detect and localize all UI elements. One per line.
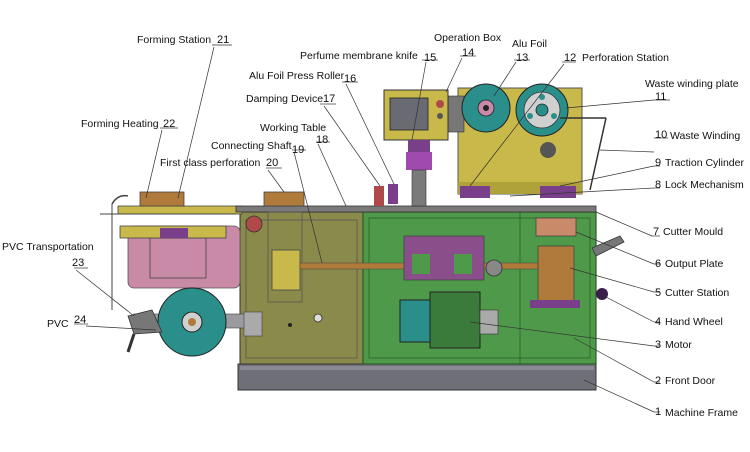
num-19: 19: [292, 144, 305, 156]
motor: [399, 291, 499, 349]
label-first-class-perforation: First class perforation: [160, 157, 261, 169]
pvc-transportation: [111, 194, 163, 353]
num-11: 11: [655, 91, 667, 103]
pvc-roll: [133, 287, 263, 357]
num-9: 9: [655, 157, 662, 169]
label-perfume-membrane-knife: Perfume membrane knife: [300, 50, 418, 62]
num-23: 23: [72, 257, 85, 269]
first-perforation-station: [263, 191, 305, 303]
num-1: 1: [655, 406, 662, 418]
num-17: 17: [323, 93, 336, 105]
leader-lines: [74, 44, 670, 413]
label-cutter-station: Cutter Station: [665, 287, 730, 299]
label-waste-winding: Waste Winding: [670, 130, 741, 142]
label-traction-cylinder: Traction Cylinder: [665, 157, 744, 169]
num-20: 20: [266, 157, 279, 169]
waste-winding-plate: [515, 83, 607, 191]
label-pvc-transportation: PVC Transportation: [2, 241, 94, 253]
num-24: 24: [74, 314, 87, 326]
operation-box: [383, 89, 449, 141]
label-hand-wheel: Hand Wheel: [665, 316, 723, 328]
sealing-column: [374, 140, 432, 207]
num-10: 10: [655, 129, 668, 141]
num-12: 12: [564, 52, 577, 64]
label-perforation-station: Perforation Station: [582, 52, 669, 64]
label-cutter-mould: Cutter Mould: [663, 226, 724, 238]
label-alu-foil: Alu Foil: [512, 38, 548, 50]
num-13: 13: [516, 52, 529, 64]
num-15: 15: [424, 52, 437, 64]
label-pvc: PVC: [47, 318, 69, 330]
cutter-station: [530, 217, 625, 308]
num-7: 7: [653, 226, 660, 238]
num-6: 6: [655, 258, 662, 270]
num-3: 3: [655, 339, 662, 351]
num-18: 18: [316, 134, 329, 146]
label-operation-box: Operation Box: [434, 32, 502, 44]
label-forming-heating: Forming Heating: [81, 118, 159, 130]
label-connecting-shaft: Connecting Shaft: [211, 140, 292, 152]
label-lock-mechanism-text: Lock Mechanism: [665, 179, 744, 191]
num-5: 5: [655, 287, 662, 299]
num-16: 16: [344, 73, 357, 85]
num-22: 22: [163, 118, 176, 130]
center-station: [403, 235, 503, 281]
forming-station: [100, 191, 243, 239]
label-damping-device: Damping Device: [246, 93, 324, 105]
label-front-door: Front Door: [665, 375, 716, 387]
label-alu-foil-press-roller: Alu Foil Press Roller: [249, 70, 345, 82]
label-working-table: Working Table: [260, 122, 327, 134]
label-machine-frame: Machine Frame: [665, 407, 738, 419]
num-8: 8: [655, 179, 662, 191]
alu-foil-roll: [447, 83, 511, 133]
num-4: 4: [655, 316, 662, 328]
left-panel: [239, 211, 364, 365]
num-2: 2: [655, 375, 662, 387]
machine-frame: [237, 363, 597, 391]
label-output-plate: Output Plate: [665, 258, 724, 270]
num-21: 21: [217, 34, 230, 46]
label-waste-winding-plate: Waste winding plate: [645, 78, 739, 90]
working-table: [235, 205, 597, 213]
label-motor: Motor: [665, 339, 692, 351]
num-14: 14: [462, 47, 475, 59]
label-forming-station: Forming Station: [137, 34, 212, 46]
